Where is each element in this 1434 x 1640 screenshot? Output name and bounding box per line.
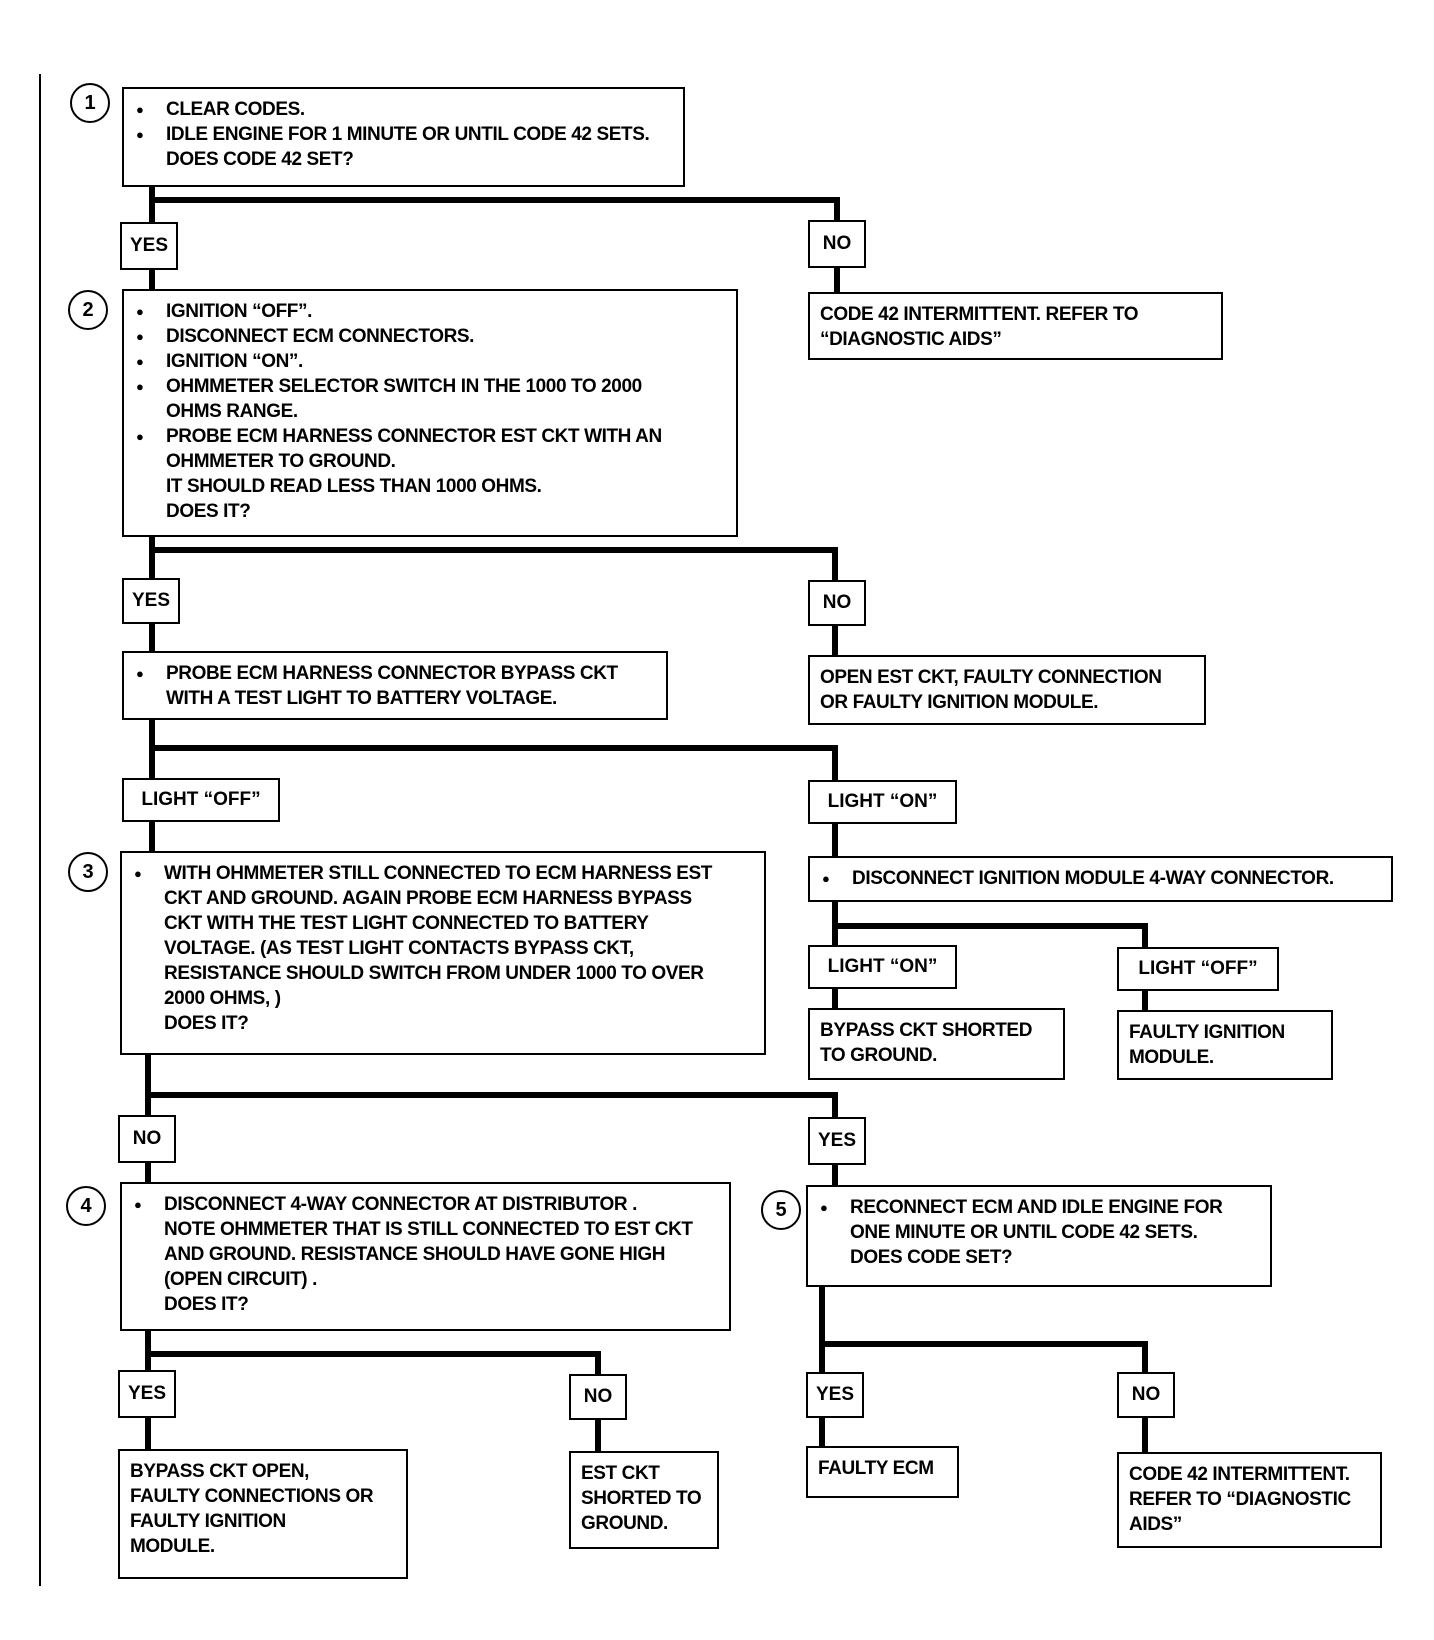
- text-line: FAULTY ECM: [818, 1458, 934, 1479]
- text-line: WITH A TEST LIGHT TO BATTERY VOLTAGE.: [166, 688, 557, 709]
- text-line: CODE 42 INTERMITTENT.: [1129, 1464, 1350, 1485]
- step-2-box: IGNITION “OFF”.DISCONNECT ECM CONNECTORS…: [122, 289, 738, 537]
- text-line: RESISTANCE SHOULD SWITCH FROM UNDER 1000…: [164, 963, 704, 984]
- step-2-number: 2: [68, 290, 108, 330]
- text-line: DOES CODE SET?: [850, 1247, 1013, 1268]
- step-4-no-result: EST CKT SHORTED TO GROUND.: [569, 1451, 719, 1549]
- text-line: REFER TO “DIAGNOSTIC: [1129, 1489, 1351, 1510]
- text-line: BYPASS CKT OPEN,: [130, 1461, 310, 1482]
- step-1-no-label: NO: [808, 220, 866, 268]
- bullet-line: DISCONNECT 4-WAY CONNECTOR AT DISTRIBUTO…: [134, 1192, 719, 1217]
- step-5-yes-label: YES: [806, 1372, 864, 1418]
- faulty-ecm-result: FAULTY ECM: [806, 1446, 959, 1498]
- bullet-line: IDLE ENGINE FOR 1 MINUTE OR UNTIL CODE 4…: [136, 122, 673, 147]
- text-line: MODULE.: [130, 1536, 215, 1557]
- step-1-box: CLEAR CODES.IDLE ENGINE FOR 1 MINUTE OR …: [122, 87, 685, 187]
- text-line: OPEN EST CKT, FAULTY CONNECTION: [820, 667, 1162, 688]
- step-3-yes-label: YES: [808, 1117, 866, 1165]
- probe-light-off-label: LIGHT “OFF”: [122, 778, 280, 822]
- step-2-yes-label: YES: [122, 578, 180, 624]
- bullet-line: IGNITION “ON”.: [136, 349, 726, 374]
- bullet-line: DISCONNECT IGNITION MODULE 4-WAY CONNECT…: [822, 866, 1381, 891]
- bullet-line: PROBE ECM HARNESS CONNECTOR BYPASS CKT: [136, 661, 656, 686]
- bullet-line: RECONNECT ECM AND IDLE ENGINE FOR: [820, 1195, 1260, 1220]
- text-line: FAULTY IGNITION: [130, 1511, 286, 1532]
- probe-light-on-label: LIGHT “ON”: [808, 780, 957, 824]
- step-1-yes-label: YES: [120, 222, 178, 270]
- text-line: DOES IT?: [164, 1013, 249, 1034]
- disconnect-module-box: DISCONNECT IGNITION MODULE 4-WAY CONNECT…: [808, 856, 1393, 902]
- text-line: AIDS”: [1129, 1514, 1182, 1535]
- text-line: FAULTY CONNECTIONS OR: [130, 1486, 374, 1507]
- text-line: BYPASS CKT SHORTED: [820, 1020, 1033, 1041]
- text-line: OR FAULTY IGNITION MODULE.: [820, 692, 1099, 713]
- step-4-yes-result: BYPASS CKT OPEN, FAULTY CONNECTIONS OR FAU…: [118, 1449, 408, 1579]
- bullet-line: OHMMETER SELECTOR SWITCH IN THE 1000 TO …: [136, 374, 726, 399]
- text-line: FAULTY IGNITION: [1129, 1022, 1285, 1043]
- text-line: DOES IT?: [166, 501, 251, 522]
- text-line: 2000 OHMS, ): [164, 988, 281, 1009]
- text-line: NOTE OHMMETER THAT IS STILL CONNECTED TO…: [164, 1219, 693, 1240]
- step-5-no-label: NO: [1117, 1372, 1175, 1418]
- text-line: SHORTED TO: [581, 1488, 702, 1509]
- text-line: CKT WITH THE TEST LIGHT CONNECTED TO BAT…: [164, 913, 649, 934]
- text-line: CKT AND GROUND. AGAIN PROBE ECM HARNESS …: [164, 888, 692, 909]
- probe-bypass-box: PROBE ECM HARNESS CONNECTOR BYPASS CKTWI…: [122, 651, 668, 720]
- bullet-line: PROBE ECM HARNESS CONNECTOR EST CKT WITH…: [136, 424, 726, 449]
- text-line: TO GROUND.: [820, 1045, 938, 1066]
- disconnect-light-off-label: LIGHT “OFF”: [1117, 947, 1279, 991]
- step-3-box: WITH OHMMETER STILL CONNECTED TO ECM HAR…: [120, 851, 766, 1055]
- text-line: DOES IT?: [164, 1294, 249, 1315]
- text-line: EST CKT: [581, 1463, 660, 1484]
- text-line: (OPEN CIRCUIT) .: [164, 1269, 317, 1290]
- step-4-box: DISCONNECT 4-WAY CONNECTOR AT DISTRIBUTO…: [120, 1182, 731, 1331]
- step-1-no-result: CODE 42 INTERMITTENT. REFER TO “DIAGNOSTI…: [808, 292, 1223, 360]
- text-line: IT SHOULD READ LESS THAN 1000 OHMS.: [166, 476, 542, 497]
- bullet-line: WITH OHMMETER STILL CONNECTED TO ECM HAR…: [134, 861, 754, 886]
- step-4-no-label: NO: [569, 1374, 627, 1420]
- text-line: DOES CODE 42 SET?: [166, 149, 354, 170]
- step-4-yes-label: YES: [118, 1370, 176, 1418]
- text-line: MODULE.: [1129, 1047, 1214, 1068]
- text-line: CODE 42 INTERMITTENT. REFER TO: [820, 304, 1139, 325]
- text-line: “DIAGNOSTIC AIDS”: [820, 329, 1002, 350]
- bullet-line: DISCONNECT ECM CONNECTORS.: [136, 324, 726, 349]
- step-3-number: 3: [68, 852, 108, 892]
- text-line: OHMS RANGE.: [166, 401, 298, 422]
- faulty-ignition-module-result: FAULTY IGNITION MODULE.: [1117, 1010, 1333, 1080]
- step-1-number: 1: [70, 83, 110, 123]
- bypass-shorted-result: BYPASS CKT SHORTED TO GROUND.: [808, 1008, 1065, 1080]
- bullet-line: IGNITION “OFF”.: [136, 299, 726, 324]
- text-line: AND GROUND. RESISTANCE SHOULD HAVE GONE …: [164, 1244, 666, 1265]
- text-line: GROUND.: [581, 1513, 668, 1534]
- step-2-no-label: NO: [808, 580, 866, 626]
- disconnect-light-on-label: LIGHT “ON”: [808, 945, 957, 989]
- step-5-number: 5: [761, 1190, 801, 1230]
- text-line: ONE MINUTE OR UNTIL CODE 42 SETS.: [850, 1222, 1198, 1243]
- step-3-no-label: NO: [118, 1115, 176, 1163]
- text-line: OHMMETER TO GROUND.: [166, 451, 396, 472]
- bullet-line: CLEAR CODES.: [136, 97, 673, 122]
- text-line: VOLTAGE. (AS TEST LIGHT CONTACTS BYPASS …: [164, 938, 634, 959]
- step-2-no-result: OPEN EST CKT, FAULTY CONNECTION OR FAULTY…: [808, 655, 1206, 725]
- step-4-number: 4: [66, 1186, 106, 1226]
- step-5-no-result: CODE 42 INTERMITTENT. REFER TO “DIAGNOSTI…: [1117, 1452, 1382, 1548]
